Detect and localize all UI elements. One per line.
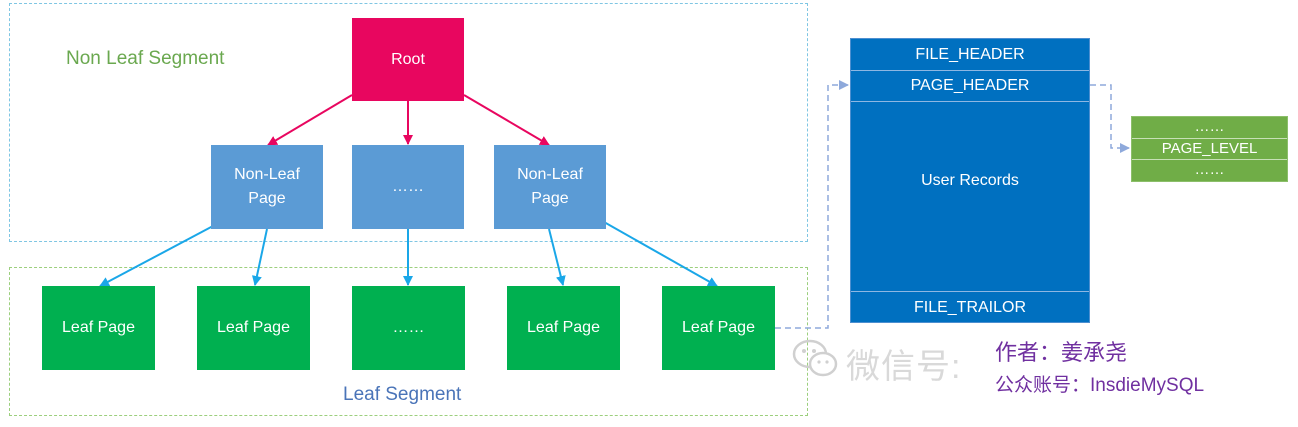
page-level-row: PAGE_LEVEL (1132, 138, 1287, 160)
page-header-to-page-level-connector (1090, 84, 1130, 153)
account-label: 公众账号：InsdieMySQL (995, 375, 1205, 396)
non-leaf-ellipsis-node: …… (352, 145, 464, 229)
nonleaf-3-to-leaf-5-arrow (603, 221, 718, 287)
page-header-detail: …… PAGE_LEVEL …… (1131, 116, 1288, 182)
author-label: 作者：姜承尧 (995, 340, 1128, 365)
root-to-nonleaf-3-arrow (463, 94, 550, 146)
leaf-ellipsis-node: …… (352, 286, 465, 370)
leaf-segment-label: Leaf Segment (343, 384, 462, 405)
leaf-page-node: Leaf Page (42, 286, 155, 370)
file-trailor-row: FILE_TRAILOR (913, 299, 1027, 316)
nonleaf-3-to-leaf-4-arrow (548, 228, 566, 286)
wechat-icon (792, 339, 838, 377)
leaf-page-node: Leaf Page (507, 286, 620, 370)
user-records-row: User Records (851, 102, 1089, 292)
root-node: Root (352, 18, 464, 101)
leaf-page-node: Leaf Page (662, 286, 775, 370)
root-to-nonleaf-1-arrow (267, 94, 353, 146)
wechat-label: 微信号: (846, 348, 962, 386)
nonleaf-1-to-leaf-2-arrow (251, 228, 268, 286)
nonleaf-1-to-leaf-1-arrow (99, 225, 214, 287)
page-header-ellipsis-bottom: …… (1194, 161, 1225, 178)
file-header-row: FILE_HEADER (851, 39, 1089, 71)
non-leaf-page-node: Non-Leaf Page (494, 145, 606, 229)
non-leaf-page-node: Non-Leaf Page (211, 145, 323, 229)
page-header-row: PAGE_HEADER (851, 71, 1089, 102)
leaf-page-node: Leaf Page (197, 286, 310, 370)
non-leaf-segment-label: Non Leaf Segment (66, 48, 225, 69)
page-structure: FILE_HEADER PAGE_HEADER User Records FIL… (850, 38, 1090, 323)
leaf-to-page-structure-connector (775, 80, 849, 329)
page-header-ellipsis-top: …… (1132, 117, 1287, 139)
